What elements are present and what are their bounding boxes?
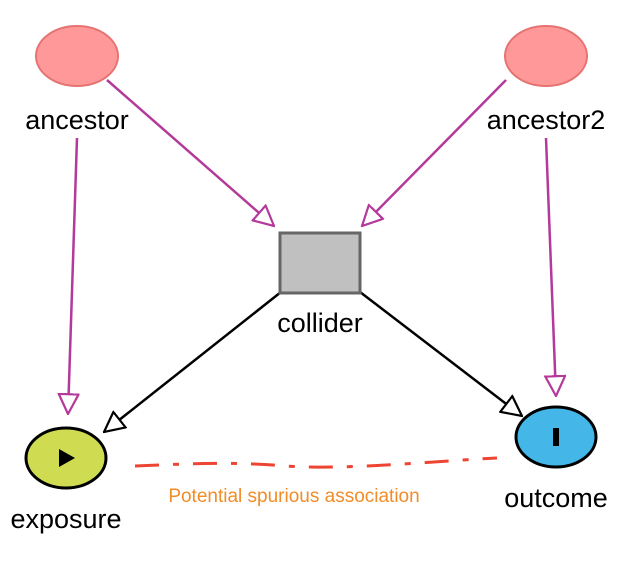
spurious-association-label: Potential spurious association — [168, 486, 419, 507]
spurious-association-line — [134, 456, 498, 469]
outcome-label: outcome — [504, 483, 608, 513]
play-icon — [59, 449, 75, 467]
ancestor-node-shape — [35, 25, 119, 87]
node-ancestor2[interactable]: ancestor2 — [487, 25, 606, 135]
edge-ancestor2-to-outcome — [546, 137, 556, 396]
edge-collider-to-outcome — [359, 291, 522, 416]
exposure-label: exposure — [10, 504, 121, 534]
edge-ancestor2-to-collider — [362, 79, 507, 226]
ancestor2-label: ancestor2 — [487, 105, 606, 135]
ancestor2-node-shape — [504, 25, 588, 87]
node-exposure[interactable]: exposure — [10, 426, 122, 534]
node-outcome[interactable]: outcome — [504, 405, 608, 513]
collider-node-shape — [278, 231, 362, 295]
collider-label: collider — [277, 308, 363, 338]
ancestor-label: ancestor — [25, 105, 129, 135]
bar-icon — [553, 428, 559, 446]
edge-ancestor-to-collider — [106, 79, 274, 226]
edge-collider-to-exposure — [104, 291, 282, 432]
edge-ancestor-to-exposure — [68, 137, 77, 414]
node-collider[interactable]: collider — [277, 231, 363, 338]
node-ancestor[interactable]: ancestor — [25, 25, 129, 135]
